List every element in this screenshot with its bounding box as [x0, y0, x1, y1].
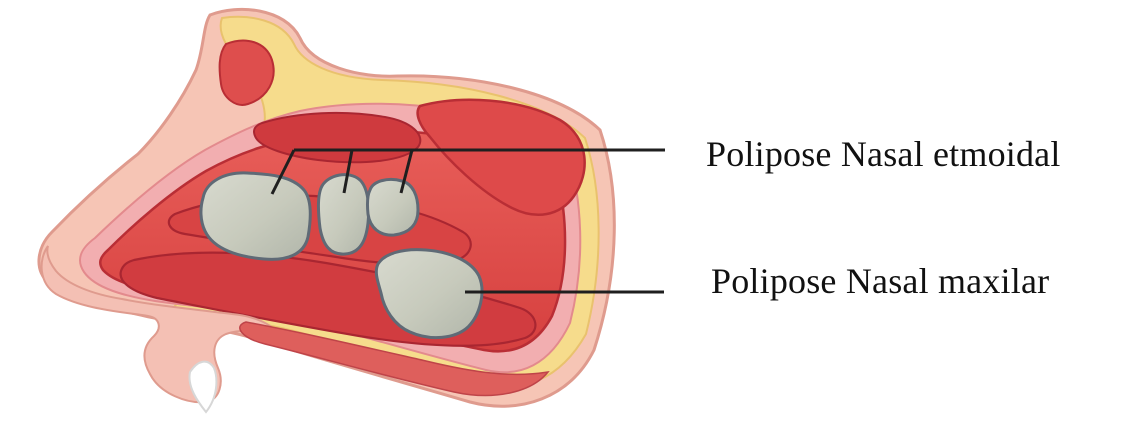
- polyp-ethmoid-middle: [318, 175, 368, 254]
- ethmoidal-polyp-label: Polipose Nasal etmoidal: [706, 136, 1061, 172]
- polyp-ethmoid-small: [367, 179, 418, 235]
- polyp-ethmoid-large: [201, 173, 310, 259]
- front-tooth: [189, 362, 216, 412]
- maxillary-polyp-label: Polipose Nasal maxilar: [711, 263, 1049, 299]
